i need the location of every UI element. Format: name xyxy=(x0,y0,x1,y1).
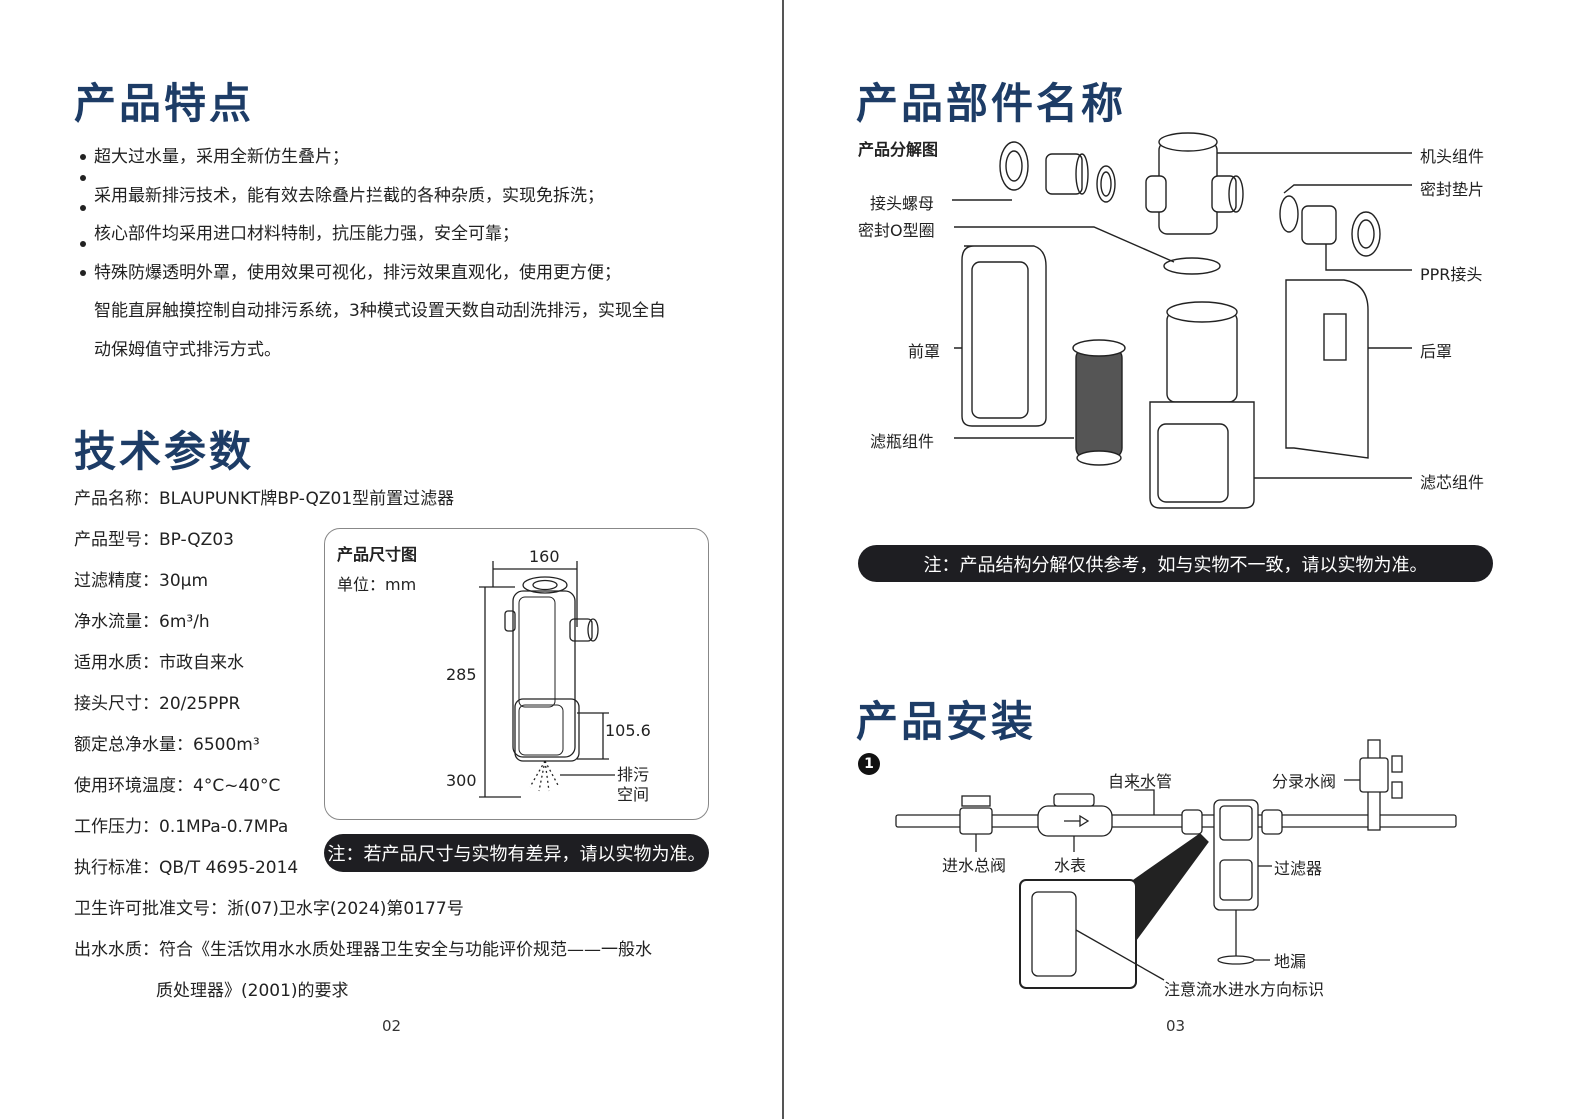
feature-item: 采用最新排污技术，能有效去除叠片拦截的各种杂质，实现免拆洗； xyxy=(78,174,738,216)
dimension-figure: 产品尺寸图 单位：mm 160 285 105.6 300 排污 空间 xyxy=(324,528,709,820)
page-number: 03 xyxy=(1166,1017,1186,1035)
label-cartridge: 滤芯组件 xyxy=(1420,473,1485,492)
spec-row: 卫生许可批准文号：浙(07)卫水字(2024)第0177号 xyxy=(74,899,464,919)
step-number-badge: 1 xyxy=(858,753,880,775)
feature-item: 特殊防爆透明外罩，使用效果可视化，排污效果直观化，使用更方便； xyxy=(78,254,738,293)
drain-space-label-2: 空间 xyxy=(617,785,650,804)
drain-space-label-1: 排污 xyxy=(617,765,650,784)
parts-note: 注：产品结构分解仅供参考，如与实物不一致，请以实物为准。 xyxy=(858,545,1493,582)
spec-row: 净水流量：6m³/h xyxy=(74,612,210,632)
features-heading: 产品特点 xyxy=(74,79,255,128)
dimension-title: 产品尺寸图 xyxy=(337,545,418,564)
spec-row: 执行标准：QB/T 4695-2014 xyxy=(74,858,299,878)
label-oring: 密封O型圈 xyxy=(858,221,935,240)
label-filter: 过滤器 xyxy=(1274,859,1323,878)
spec-row: 额定总净水量：6500m³ xyxy=(74,735,260,755)
features-list: 超大过水量，采用全新仿生叠片； 采用最新排污技术，能有效去除叠片拦截的各种杂质，… xyxy=(78,138,738,369)
dim-height-label: 285 xyxy=(446,665,477,684)
label-floor-drain: 地漏 xyxy=(1274,952,1307,971)
exploded-view-drawing xyxy=(952,132,1412,509)
spec-row: 出水水质：符合《生活饮用水水质处理器卫生安全与功能评价规范——一般水 xyxy=(74,940,652,960)
label-gasket: 密封垫片 xyxy=(1420,180,1485,199)
spec-row: 工作压力：0.1MPa-0.7MPa xyxy=(74,817,289,837)
label-bottle: 滤瓶组件 xyxy=(870,432,935,451)
feature-item: 智能直屏触摸控制自动排污系统，3种模式设置天数自动刮洗排污，实现全自 xyxy=(94,301,666,321)
feature-item: 动保姆值守式排污方式。 xyxy=(94,339,281,360)
spec-row: 适用水质：市政自来水 xyxy=(74,653,244,673)
parts-heading: 产品部件名称 xyxy=(856,79,1127,128)
label-meter: 水表 xyxy=(1054,856,1087,875)
dimension-note: 注：若产品尺寸与实物有差异，请以实物为准。 xyxy=(324,834,709,872)
spec-row: 使用环境温度：4°C~40°C xyxy=(74,776,281,796)
specs-heading: 技术参数 xyxy=(74,427,255,476)
label-head: 机头组件 xyxy=(1420,147,1485,166)
spec-row: 产品名称：BLAUPUNKT牌BP-QZ01型前置过滤器 xyxy=(74,489,455,509)
label-flow-direction: 注意流水进水方向标识 xyxy=(1164,980,1325,999)
right-page: 产品部件名称 产品分解图 接头螺母 密封O型圈 前罩 滤瓶组件 机头组件 密封垫… xyxy=(784,0,1587,1119)
dim-width-label: 160 xyxy=(529,547,560,566)
spec-row: 质处理器》(2001)的要求 xyxy=(156,981,349,1001)
label-tap-pipe: 自来水管 xyxy=(1108,772,1173,791)
spec-row: 过滤精度：30μm xyxy=(74,571,209,591)
spec-row: 产品型号：BP-QZ03 xyxy=(74,530,234,550)
feature-item: 超大过水量，采用全新仿生叠片； xyxy=(78,138,738,177)
installation-drawing xyxy=(895,739,1457,989)
feature-item: 核心部件均采用进口材料特制，抗压能力强，安全可靠； xyxy=(78,205,738,254)
filter-dimension-drawing xyxy=(479,561,615,798)
dim-bottom-label: 300 xyxy=(446,771,477,790)
label-main-valve: 进水总阀 xyxy=(942,856,1007,875)
dimension-unit: 单位：mm xyxy=(337,575,417,594)
dim-lower-label: 105.6 xyxy=(605,721,651,740)
install-heading: 产品安装 xyxy=(856,697,1037,746)
left-page: 产品特点 超大过水量，采用全新仿生叠片； 采用最新排污技术，能有效去除叠片拦截的… xyxy=(0,0,784,1119)
page-number: 02 xyxy=(382,1017,402,1035)
label-ppr: PPR接头 xyxy=(1420,265,1483,284)
label-front-cover: 前罩 xyxy=(908,342,941,361)
spec-row: 接头尺寸：20/25PPR xyxy=(74,694,241,714)
label-nut: 接头螺母 xyxy=(870,194,935,213)
exploded-view-title: 产品分解图 xyxy=(858,140,939,159)
label-back-cover: 后罩 xyxy=(1420,342,1453,361)
label-branch-valve: 分录水阀 xyxy=(1272,772,1337,791)
